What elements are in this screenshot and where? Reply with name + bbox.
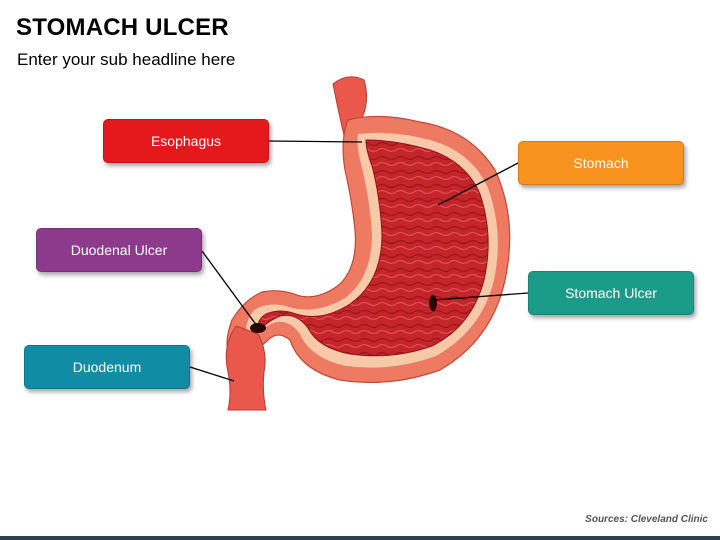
- esophagus-leader: [268, 140, 363, 143]
- duodenum-leader: [189, 366, 235, 382]
- duodenum-tube: [225, 325, 267, 411]
- stomach-label: Stomach: [518, 141, 684, 185]
- esophagus-label: Esophagus: [103, 119, 269, 163]
- stomach-leader: [437, 162, 519, 206]
- slide-subtitle: Enter your sub headline here: [17, 50, 236, 69]
- source-note: Sources: Cleveland Clinic: [585, 514, 708, 525]
- duodenal-ulcer-mark: [250, 323, 266, 333]
- stomach-ulcer-mark: [429, 295, 437, 311]
- slide-title: STOMACH ULCER: [16, 14, 229, 41]
- duodenal-ulcer-leader: [201, 250, 258, 327]
- stomach-ulcer-leader: [433, 292, 529, 301]
- bottom-bar: [0, 536, 720, 540]
- duodenum-label: Duodenum: [24, 345, 190, 389]
- duodenal-ulcer-label: Duodenal Ulcer: [36, 228, 202, 272]
- stomach-ulcer-label: Stomach Ulcer: [528, 271, 694, 315]
